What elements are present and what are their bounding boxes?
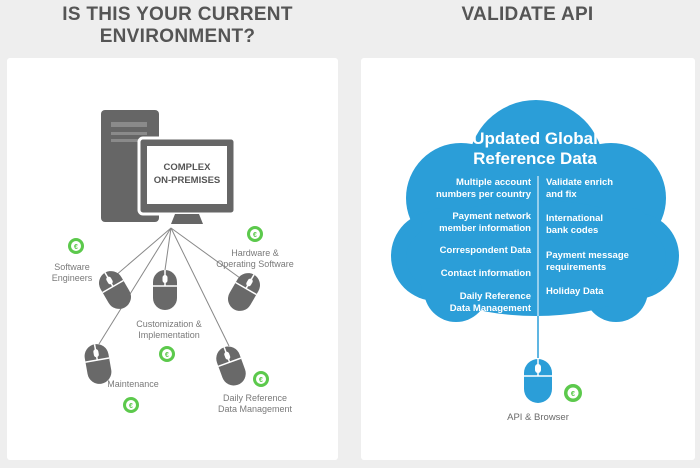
customization-label-line2: Implementation — [138, 330, 200, 340]
desktop-computer-icon — [101, 110, 237, 224]
api-browser-label: API & Browser — [507, 412, 569, 423]
cloud-right-item-1-line2: and fix — [546, 189, 577, 200]
validate-api-diagram: Updated Global Reference Data Multiple a… — [391, 100, 679, 423]
cloud-right-item-4: Holiday Data — [546, 286, 604, 297]
cloud-title-line2: Reference Data — [473, 149, 597, 168]
api-mouse-icon — [524, 359, 552, 403]
hardware-software-cost-icon — [247, 226, 263, 242]
api-cost-icon: € — [564, 384, 582, 402]
software-engineers-label-line1: Software — [54, 262, 90, 272]
cloud-left-item-5-line1: Daily Reference — [460, 291, 531, 302]
right-heading: VALIDATE API — [461, 4, 594, 25]
cloud-right-item-1-line1: Validate enrich — [546, 177, 613, 188]
svg-text:€: € — [571, 389, 576, 398]
maintenance-label: Maintenance — [107, 379, 159, 389]
cloud-right-item-2-line2: bank codes — [546, 225, 598, 236]
daily-reference-label-line2: Data Management — [218, 404, 293, 414]
software-engineers-cost-icon — [68, 238, 84, 254]
cloud-left-item-1-line2: numbers per country — [436, 189, 532, 200]
cloud-left-item-1-line1: Multiple account — [456, 177, 532, 188]
cloud-icon — [391, 100, 679, 322]
cloud-left-item-4: Contact information — [441, 268, 531, 279]
left-heading-line1: IS THIS YOUR CURRENT — [62, 4, 293, 25]
cloud-left-item-3: Correspondent Data — [440, 245, 532, 256]
monitor-label-line2: ON-PREMISES — [154, 175, 221, 186]
daily-reference-label-line1: Daily Reference — [223, 393, 287, 403]
current-environment-diagram: € COMPLEX ON-PREMISES — [52, 110, 294, 414]
cloud-right-item-3-line2: requirements — [546, 262, 606, 273]
daily-reference-mouse-icon — [212, 342, 250, 390]
cloud-title-line1: Updated Global — [472, 129, 598, 148]
customization-cost-icon — [159, 346, 175, 362]
current-environment-panel: € COMPLEX ON-PREMISES — [7, 58, 338, 460]
software-engineers-label-line2: Engineers — [52, 273, 93, 283]
validate-api-panel: Updated Global Reference Data Multiple a… — [361, 58, 695, 460]
cloud-left-item-2-line2: member information — [439, 223, 531, 234]
hardware-software-label-line2: Operating Software — [216, 259, 294, 269]
monitor-label-line1: COMPLEX — [164, 162, 212, 173]
hardware-software-mouse-icon — [222, 267, 266, 317]
cloud-left-item-2-line1: Payment network — [452, 211, 531, 222]
cloud-right-item-3-line1: Payment message — [546, 250, 629, 261]
customization-label-line1: Customization & — [136, 319, 202, 329]
connection-lines — [98, 227, 241, 347]
software-engineers-mouse-icon — [93, 265, 137, 315]
left-heading: IS THIS YOUR CURRENT ENVIRONMENT? — [0, 4, 355, 48]
left-heading-line2: ENVIRONMENT? — [99, 26, 256, 47]
customization-mouse-icon — [152, 269, 178, 311]
daily-reference-cost-icon — [253, 371, 269, 387]
cloud-left-item-5-line2: Data Management — [450, 303, 532, 314]
hardware-software-label-line1: Hardware & — [231, 248, 279, 258]
cloud-right-item-2-line1: International — [546, 213, 603, 224]
maintenance-cost-icon — [123, 397, 139, 413]
